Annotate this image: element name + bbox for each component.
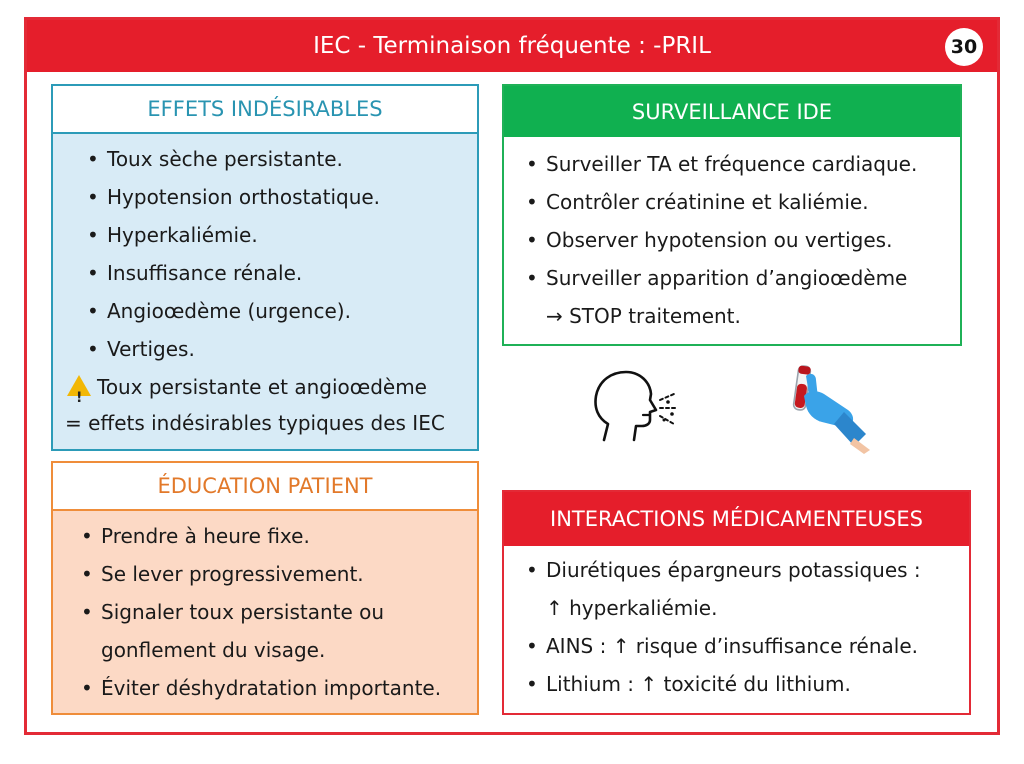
- list-item: Lithium : ↑ toxicité du lithium.: [522, 665, 969, 703]
- cough-icon: [594, 370, 679, 442]
- drug-interactions-title: INTERACTIONS MÉDICAMENTEUSES: [504, 492, 969, 546]
- blood-test-icon: [792, 365, 870, 454]
- side-effects-list: Toux sèche persistante. Hypotension orth…: [53, 134, 477, 368]
- list-item: Vertiges.: [83, 330, 477, 368]
- list-item-continuation: gonflement du visage.: [101, 638, 326, 662]
- list-item-text: Diurétiques épargneurs potassiques :: [546, 558, 921, 582]
- warning-line-1: Toux persistante et angioœdème: [97, 375, 427, 399]
- list-item: Hypotension orthostatique.: [83, 178, 477, 216]
- monitoring-list: Surveiller TA et fréquence cardiaque. Co…: [504, 137, 960, 335]
- side-effects-box: EFFETS INDÉSIRABLES Toux sèche persistan…: [51, 84, 479, 451]
- drug-interactions-box: INTERACTIONS MÉDICAMENTEUSES Diurétiques…: [502, 490, 971, 715]
- list-item: AINS : ↑ risque d’insuffisance rénale.: [522, 627, 969, 665]
- list-item-text: Signaler toux persistante ou: [101, 600, 385, 624]
- list-item: Observer hypotension ou vertiges.: [522, 221, 960, 259]
- list-item-text: Surveiller apparition d’angioœdème: [546, 266, 908, 290]
- patient-education-box: ÉDUCATION PATIENT Prendre à heure fixe. …: [51, 461, 479, 715]
- list-item: Surveiller TA et fréquence cardiaque.: [522, 145, 960, 183]
- list-item: Hyperkaliémie.: [83, 216, 477, 254]
- list-item: Insuffisance rénale.: [83, 254, 477, 292]
- list-item: Angioœdème (urgence).: [83, 292, 477, 330]
- side-effects-title: EFFETS INDÉSIRABLES: [53, 86, 477, 134]
- warning-line-2: = effets indésirables typiques des IEC: [65, 411, 445, 435]
- list-item: Prendre à heure fixe.: [77, 517, 477, 555]
- list-item-continuation: ↑ hyperkaliémie.: [546, 596, 718, 620]
- drug-interactions-list: Diurétiques épargneurs potassiques : ↑ h…: [504, 546, 969, 703]
- list-item: Diurétiques épargneurs potassiques : ↑ h…: [522, 551, 969, 627]
- warning-note: Toux persistante et angioœdème: [53, 368, 477, 417]
- warning-icon: [67, 375, 91, 417]
- monitoring-title: SURVEILLANCE IDE: [504, 86, 960, 137]
- list-item: Éviter déshydratation importante.: [77, 669, 477, 707]
- patient-education-title: ÉDUCATION PATIENT: [53, 463, 477, 511]
- list-item: Surveiller apparition d’angioœdème → STO…: [522, 259, 960, 335]
- warning-note-line-2: = effets indésirables typiques des IEC: [53, 404, 477, 442]
- list-item: Toux sèche persistante.: [83, 140, 477, 178]
- list-item: Se lever progressivement.: [77, 555, 477, 593]
- header-bar: IEC - Terminaison fréquente : -PRIL 30: [27, 20, 997, 72]
- page-number-badge: 30: [945, 28, 983, 66]
- list-item: Contrôler créatinine et kaliémie.: [522, 183, 960, 221]
- patient-education-list: Prendre à heure fixe. Se lever progressi…: [53, 511, 477, 707]
- list-item: Signaler toux persistante ou gonflement …: [77, 593, 477, 669]
- page-title: IEC - Terminaison fréquente : -PRIL: [313, 33, 711, 59]
- slide-frame: IEC - Terminaison fréquente : -PRIL 30: [24, 17, 1000, 735]
- list-item-continuation: → STOP traitement.: [546, 304, 741, 328]
- monitoring-box: SURVEILLANCE IDE Surveiller TA et fréque…: [502, 84, 962, 346]
